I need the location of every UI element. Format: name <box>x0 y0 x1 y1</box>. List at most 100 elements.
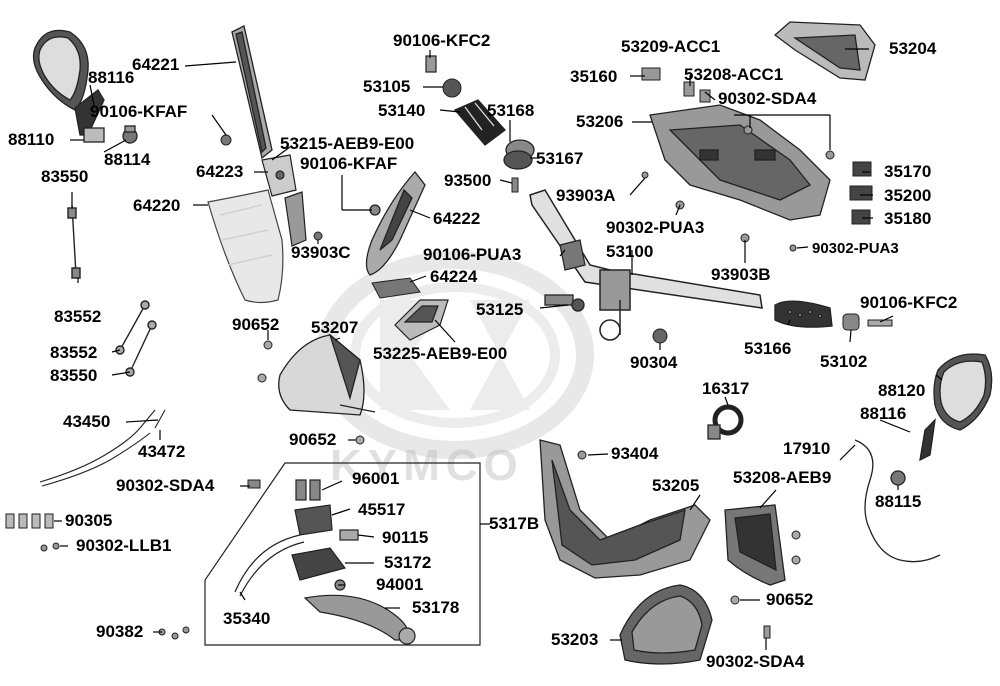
label-83552-bottom: 83552 <box>50 343 98 362</box>
label-90302-llb1: 90302-LLB1 <box>76 536 172 555</box>
front-visor-53203-drawing <box>619 584 713 665</box>
rear-cover-53206-drawing <box>649 104 831 221</box>
cap-53105-drawing <box>442 78 462 98</box>
label-90106-kfaf-left: 90106-KFAF <box>90 102 188 121</box>
bolt-90106-kfc2-drawing <box>425 55 437 73</box>
bracket-plate-drawing <box>284 191 307 247</box>
bolt-90302-sda4-drawing <box>247 479 261 489</box>
clips-90652-drawing <box>257 340 273 383</box>
cable-43450-drawing <box>39 409 166 487</box>
screw-93500-drawing <box>511 177 519 193</box>
label-90302-sda4-left: 90302-SDA4 <box>116 476 215 495</box>
label-53205: 53205 <box>652 476 700 495</box>
lever-assembly-drawing <box>234 479 416 645</box>
label-35340: 35340 <box>223 609 271 628</box>
label-45517: 45517 <box>358 500 406 519</box>
label-90652-right: 90652 <box>766 590 814 609</box>
label-90115: 90115 <box>382 528 429 547</box>
bolt-90106-kfaf-drawing <box>220 134 232 146</box>
left-mirror-drawing <box>32 29 138 144</box>
screws-90302-llb1-drawing <box>40 542 60 552</box>
right-mirror-drawing <box>890 353 993 486</box>
bolt-90106-kfc2-right-drawing <box>867 319 893 327</box>
label-90106-kfc2-right: 90106-KFC2 <box>860 293 958 312</box>
panel-53225-drawing <box>394 299 449 341</box>
handlebar-53100-drawing <box>529 189 763 341</box>
label-83550-top: 83550 <box>41 167 89 186</box>
grip-53166-drawing <box>774 300 833 328</box>
label-53204: 53204 <box>889 39 937 58</box>
cable-83552-drawing <box>115 300 157 377</box>
label-93404: 93404 <box>611 444 659 463</box>
label-53225-aeb9-e00: 53225-AEB9-E00 <box>373 344 508 363</box>
label-90302-sda4-bottom: 90302-SDA4 <box>706 652 805 671</box>
label-94001: 94001 <box>376 575 424 594</box>
label-88116-right: 88116 <box>860 404 907 423</box>
label-88114: 88114 <box>104 150 151 169</box>
label-88110: 88110 <box>8 130 55 149</box>
label-90106-kfc2-top: 90106-KFC2 <box>393 31 491 50</box>
label-64223: 64223 <box>196 162 244 181</box>
label-93903c: 93903C <box>291 243 351 262</box>
label-90302-pua3-top: 90302-PUA3 <box>606 218 705 237</box>
label-53206: 53206 <box>576 112 624 131</box>
leader-lines <box>54 48 943 650</box>
label-88116-left: 88116 <box>88 68 135 87</box>
label-17910: 17910 <box>783 439 831 458</box>
label-53140: 53140 <box>378 101 426 120</box>
kymco-watermark-logo <box>316 251 594 459</box>
nut-90304-drawing <box>652 328 668 344</box>
label-96001: 96001 <box>352 469 400 488</box>
grip-53140-drawing <box>453 99 506 146</box>
label-83550-bottom: 83550 <box>50 366 98 385</box>
front-cover-53205-drawing <box>539 439 711 579</box>
label-90106-kfaf-center: 90106-KFAF <box>300 154 398 173</box>
bracket-64223-drawing <box>261 154 297 197</box>
label-5317b: 5317B <box>489 514 540 533</box>
label-93903b: 93903B <box>711 265 771 284</box>
throttle-housing-53167-drawing <box>503 139 535 170</box>
lever-assembly-box <box>204 462 481 646</box>
label-53172: 53172 <box>384 553 432 572</box>
label-93500: 93500 <box>444 171 492 190</box>
label-53102: 53102 <box>820 352 868 371</box>
side-panel-64222-drawing <box>365 170 426 276</box>
clamp-drawing <box>559 239 586 271</box>
label-90302-pua3-right: 90302-PUA3 <box>812 240 899 257</box>
label-90652-left: 90652 <box>232 315 280 334</box>
clips-90305-drawing <box>5 513 54 529</box>
panel-53208-aeb9-drawing <box>724 504 786 586</box>
label-90302-sda4-top: 90302-SDA4 <box>718 89 817 108</box>
label-35160: 35160 <box>570 67 618 86</box>
label-53178: 53178 <box>412 598 460 617</box>
label-53100: 53100 <box>606 242 654 261</box>
label-90304: 90304 <box>630 353 678 372</box>
label-64220: 64220 <box>133 196 181 215</box>
watermark-text: KYMCO <box>330 441 524 490</box>
label-90106-pua3: 90106-PUA3 <box>423 245 522 264</box>
label-35200: 35200 <box>884 186 932 205</box>
label-83552-top: 83552 <box>54 307 102 326</box>
gasket-64224-drawing <box>371 277 421 299</box>
label-53208-acc1: 53208-ACC1 <box>684 65 784 84</box>
top-cover-53204-drawing <box>773 21 876 81</box>
label-53203: 53203 <box>551 630 599 649</box>
clamp-16317-drawing <box>707 404 744 440</box>
label-53105: 53105 <box>363 77 411 96</box>
screw-93404-drawing <box>577 450 587 460</box>
bar-end-53125-drawing <box>544 294 585 312</box>
label-53166: 53166 <box>744 339 792 358</box>
label-88120: 88120 <box>878 381 926 400</box>
label-53167: 53167 <box>536 149 584 168</box>
washer-90652-drawing <box>355 435 365 445</box>
label-53215-aeb9-e00: 53215-AEB9-E00 <box>280 134 415 153</box>
label-93903a: 93903A <box>556 186 616 205</box>
switches-35170-35200-35180-drawing <box>849 161 873 225</box>
label-53208-aeb9: 53208-AEB9 <box>733 468 832 487</box>
label-90305: 90305 <box>65 511 113 530</box>
label-64224: 64224 <box>430 267 478 286</box>
screen-bracket-drawing <box>231 25 273 160</box>
label-16317: 16317 <box>702 379 750 398</box>
label-43472: 43472 <box>138 442 186 461</box>
